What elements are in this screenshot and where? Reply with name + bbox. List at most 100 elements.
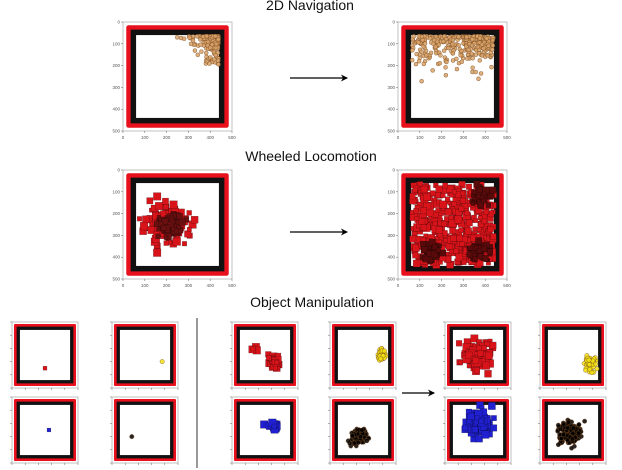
locomotion-agent (169, 200, 178, 209)
manip-object-yellow (586, 362, 592, 367)
locomotion-agent (186, 210, 192, 216)
locomotion-agent (472, 196, 477, 201)
navigation-particle (213, 34, 218, 39)
manip-object-black (582, 418, 588, 424)
navigation-particle (470, 65, 475, 70)
manip-object-black (359, 427, 365, 433)
locomotion-agent (429, 190, 436, 197)
locomotion-agent (431, 250, 438, 258)
navigation-particle (484, 36, 489, 41)
locomotion-agent (160, 210, 167, 217)
navigation-particle (477, 58, 482, 63)
navigation-particle (470, 37, 475, 42)
locomotion-agent (158, 221, 164, 227)
navigation-particle (469, 51, 474, 56)
locomotion-agent (473, 180, 481, 188)
navigation-particle (195, 34, 200, 39)
locomotion-agent (426, 209, 434, 217)
navigation-particle (421, 61, 427, 67)
locomotion-agent (464, 227, 472, 235)
manip-object-red (455, 340, 463, 347)
navigation-particle (411, 34, 416, 39)
locomotion-agent (451, 201, 457, 207)
section-title-locomotion: Wheeled Locomotion (245, 148, 377, 164)
locomotion-agent (443, 238, 448, 243)
locomotion-agent (465, 183, 472, 190)
locomotion-agent (459, 241, 465, 247)
x-tick-label: 400 (481, 135, 489, 140)
navigation-particle (479, 42, 485, 47)
locomotion-agent (418, 218, 426, 225)
locomotion-agent (481, 245, 488, 252)
locomotion-agent (172, 237, 181, 246)
locomotion-agent (155, 202, 164, 211)
manip-object-blue (472, 426, 479, 433)
manip-red-initial-plot (10, 321, 79, 390)
manip-object-yellow (586, 357, 592, 363)
locomotion-agent (423, 193, 431, 201)
locomotion-agent (487, 226, 494, 233)
navigation-particle (214, 41, 219, 47)
navigation-particle (416, 59, 422, 64)
locomotion-agent (489, 186, 497, 194)
manip-object-black (561, 421, 567, 427)
manip-object-black (350, 433, 355, 439)
navigation-particle (441, 39, 446, 44)
y-tick-label: 400 (112, 107, 120, 112)
navigation-particle (198, 42, 203, 47)
locomotion-agent (435, 207, 441, 213)
x-tick-label: 100 (141, 283, 149, 288)
locomotion-agent (441, 230, 448, 236)
locomotion-agent (480, 198, 486, 204)
locomotion-agent (190, 215, 199, 224)
navigation-particle (208, 55, 213, 60)
navigation-particle (450, 37, 456, 43)
locomotion-agent (474, 245, 479, 250)
locomotion-agent (450, 235, 457, 242)
manip-object-red (481, 345, 487, 351)
arena-floor (119, 329, 171, 381)
y-tick-label: 300 (387, 85, 395, 90)
locomotion-agent (473, 218, 479, 223)
navigation-particle (413, 61, 419, 67)
manip-object-red (42, 366, 48, 371)
x-tick-label: 0 (122, 283, 125, 288)
x-tick-label: 0 (397, 135, 400, 140)
manip-object-yellow (589, 370, 595, 376)
manip-blue-mid-plot (230, 396, 299, 465)
locomotion-agent (467, 245, 473, 251)
manip-object-yellow (159, 359, 165, 364)
navigation-particle (438, 53, 443, 58)
locomotion-agent (153, 192, 162, 201)
manip-object-blue (461, 424, 468, 431)
locomotion-agent (409, 193, 416, 200)
navigation-particle (205, 39, 211, 45)
locomotion-agent (153, 248, 162, 257)
locomotion-agent (472, 226, 478, 232)
x-tick-label: 200 (163, 135, 171, 140)
x-tick-label: 0 (122, 135, 125, 140)
manip-object-blue (473, 419, 479, 425)
navigation-particle (458, 53, 463, 58)
x-tick-label: 100 (141, 135, 149, 140)
manip-object-red (274, 360, 280, 365)
x-tick-label: 500 (503, 135, 511, 140)
locomotion-agent (435, 226, 443, 234)
locomotion-agent (475, 237, 483, 245)
navigation-particle (443, 36, 449, 42)
y-tick-label: 500 (112, 277, 120, 282)
locomotion-agent (483, 209, 489, 215)
manip-object-red (472, 357, 480, 364)
manip-object-red (273, 365, 278, 371)
locomotion-agent (466, 251, 473, 258)
y-tick-label: 100 (112, 41, 120, 46)
manip-object-red (482, 361, 491, 370)
navigation-particle (190, 38, 196, 43)
y-tick-label: 400 (112, 255, 120, 260)
locomotion-agent (442, 182, 448, 189)
manip-blue-initial-plot (10, 396, 79, 465)
locomotion-agent (487, 248, 493, 255)
manip-object-blue (478, 418, 484, 424)
